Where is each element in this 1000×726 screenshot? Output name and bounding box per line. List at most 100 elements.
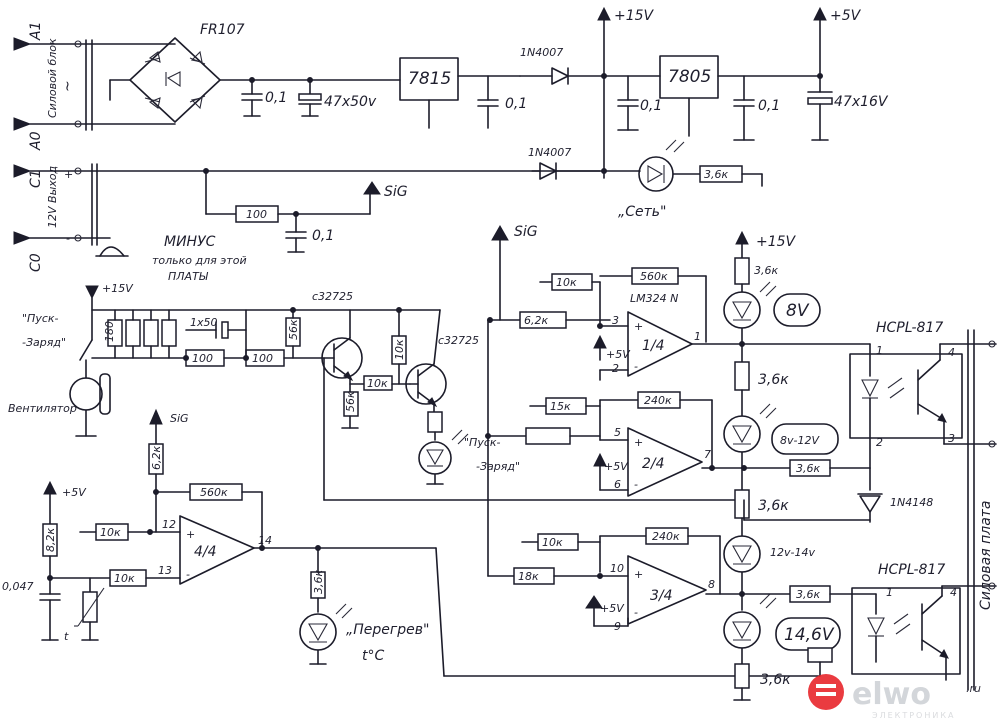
start-charge-a: "Пуск- (22, 312, 59, 325)
c-0047-label: 0,047 (2, 580, 34, 593)
fan-label: Вентилятор (8, 402, 77, 415)
regulator-7815: 7815 0,1 (399, 57, 527, 129)
r-10k-op4b: 10к (114, 572, 135, 585)
sig-arrow-top (363, 181, 381, 195)
pin-a0-arrow (13, 117, 32, 131)
r-18k-op3: 18к (518, 570, 539, 583)
r-10k-op3: 10к (542, 536, 563, 549)
overheat-a: „Перегрев" (346, 622, 429, 638)
diode-1n4148-label: 1N4148 (890, 496, 933, 509)
overheat-b: t°C (362, 648, 384, 664)
r-56k-b: 56к (344, 391, 357, 412)
power-block-label: Силовой блок (46, 38, 59, 118)
op1-pin2: 2 (612, 362, 619, 375)
op4-pin12: 12 (162, 518, 176, 531)
r-ladder-h2: 3,6к (796, 588, 820, 601)
rail-5v-arrow (813, 6, 827, 21)
rail-5v-label: +5V (830, 8, 862, 24)
op4-pin14: 14 (258, 534, 272, 547)
watermark-logo: elwo .ru ЭЛЕКТРОНИКА (808, 674, 981, 720)
start-charge-b: -Заряд" (22, 336, 66, 349)
c5-value: 0,1 (758, 98, 780, 114)
pin-c1-label: C1 (28, 169, 44, 188)
thermistor-t: t (64, 630, 69, 643)
optocoupler-bottom: HCPL-817 1 4 (851, 562, 997, 681)
led-12v14v-label: 12v-14v (770, 546, 815, 559)
out-minus-sign: - (66, 232, 70, 245)
op1-minus: - (634, 360, 638, 373)
sig-arrow-left (149, 408, 163, 425)
c-filter-value: 0,1 (312, 228, 334, 244)
op4-pin13: 13 (158, 564, 172, 577)
r-100-b: 100 (252, 352, 273, 365)
power-tilde-label: ~ (60, 80, 76, 92)
pin-c1-arrow (13, 164, 32, 178)
transistor-2-label: c32725 (438, 334, 479, 347)
sig-label-top: SiG (384, 184, 408, 200)
output-12v-label: 12V Выход (46, 166, 59, 228)
led-8v12v-label: 8v-12V (780, 434, 820, 447)
power-board-label: Силовая плата (978, 500, 994, 610)
opto-top-pin3: 3 (948, 432, 955, 445)
power-board-bus: Силовая плата (967, 329, 994, 691)
minus-note-1: МИНУС (164, 234, 216, 250)
fan-15v-arrow (85, 285, 99, 300)
c6-value: 47x16V (834, 94, 889, 110)
sig-arrow-right (491, 224, 509, 241)
opamp-2: 15к 240к + - 2/4 5 6 7 +5V (525, 391, 791, 497)
opamp-3: 10к 240к 18к + - 3/4 10 9 8 +5V (513, 527, 743, 633)
rail-15v-top: +15V 0,1 (597, 6, 662, 179)
r-10k-op4a: 10к (100, 526, 121, 539)
r-10k-v: 10к (393, 339, 406, 360)
diode-1n4148: 1N4148 (743, 467, 933, 523)
r-filter-value: 100 (246, 208, 267, 221)
op4-label: 4/4 (194, 544, 217, 560)
r-560k-op4: 560к (200, 486, 228, 499)
opto-top-pin4: 4 (948, 346, 955, 359)
sig-label-right: SiG (514, 224, 538, 240)
input-connector: A1 A0 C1 C0 Силовой блок ~ 12V Выход + - (13, 22, 601, 272)
rail-15v-label: +15V (614, 8, 655, 24)
r-10-c: 10к (367, 377, 388, 390)
op2-plus: + (634, 436, 643, 449)
sig-bus: SiG (485, 224, 538, 577)
diode-bottom-label: 1N4007 (528, 146, 571, 159)
pin-a1-label: A1 (28, 22, 44, 41)
logo-suffix: .ru (966, 682, 981, 695)
c2-value: 47x50v (324, 94, 377, 110)
op3-pin8: 8 (708, 578, 715, 591)
regulator-7805: 7805 0,1 47x16V +5V (659, 6, 889, 141)
logo-brand: elwo (852, 677, 931, 712)
c3-value: 0,1 (505, 96, 527, 112)
optocoupler-top: HCPL-817 1 2 4 3 (741, 320, 997, 469)
c-1x50-label: 1x50 (190, 316, 218, 329)
minus-note-2: только для этой (152, 254, 247, 267)
pin-c0-arrow (13, 231, 32, 245)
reg-7815-label: 7815 (408, 69, 451, 89)
net-indicator: 1N4007 3,6к „Сеть" (528, 139, 763, 220)
op2-pin6: 6 (614, 478, 621, 491)
opto-bottom-pin4: 4 (950, 586, 957, 599)
r-ladder-3: 3,6к (758, 498, 789, 514)
reg-7805-label: 7805 (668, 67, 711, 87)
r-ladder-2: 3,6к (758, 372, 789, 388)
c1-value: 0,1 (265, 90, 287, 106)
c4-value: 0,1 (640, 98, 662, 114)
transistor-1-label: c32725 (312, 290, 353, 303)
fan-section: +15V "Пуск- -Заряд" Вентилятор 180 100 1… (8, 282, 745, 501)
op2-pin5: 5 (614, 426, 621, 439)
opamp-1: 10к 560к LM324 N 6,2к + - 1/4 3 2 1 +5V (519, 267, 743, 381)
pin-a1-arrow (13, 37, 32, 51)
sig-filter: 100 SiG 0,1 (203, 168, 408, 253)
r-ladder-h1: 3,6к (796, 462, 820, 475)
led-ladder: +15V 3,6к 8V 3,6к 8v-12V 3,6к 3,6к 12 (723, 230, 877, 701)
opto-bottom-pin1: 1 (886, 586, 893, 599)
op1-5v: +5V (606, 348, 631, 361)
r-180-label: 180 (103, 321, 116, 342)
op3-pin10: 10 (610, 562, 624, 575)
opamp-label: LM324 N (630, 292, 678, 305)
start-mid-a: "Пуск- (464, 436, 501, 449)
net-label: „Сеть" (618, 204, 667, 220)
op2-5v: +5V (604, 460, 629, 473)
